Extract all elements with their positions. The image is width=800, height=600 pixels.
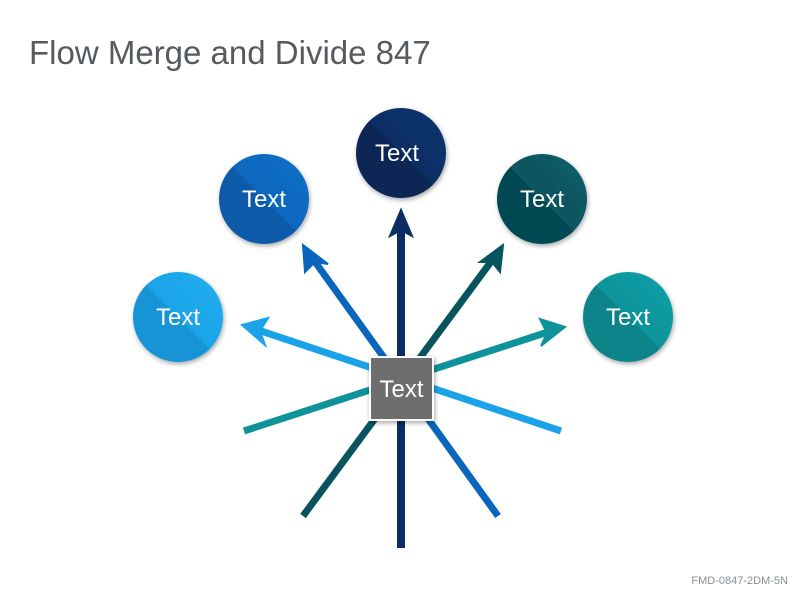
node-4-label: Text (520, 186, 564, 213)
footer-code: FMD-0847-2DM-5N (691, 575, 788, 587)
node-2-label: Text (242, 186, 286, 213)
node-2: Text (219, 154, 309, 244)
node-5: Text (583, 272, 673, 362)
node-4: Text (497, 154, 587, 244)
node-1-label: Text (156, 304, 200, 331)
center-box: Text (369, 356, 434, 421)
node-3-label: Text (375, 140, 419, 167)
node-3: Text (356, 108, 446, 198)
center-box-label: Text (379, 376, 423, 403)
page-title: Flow Merge and Divide 847 (29, 34, 431, 71)
node-1: Text (133, 272, 223, 362)
node-5-label: Text (606, 304, 650, 331)
